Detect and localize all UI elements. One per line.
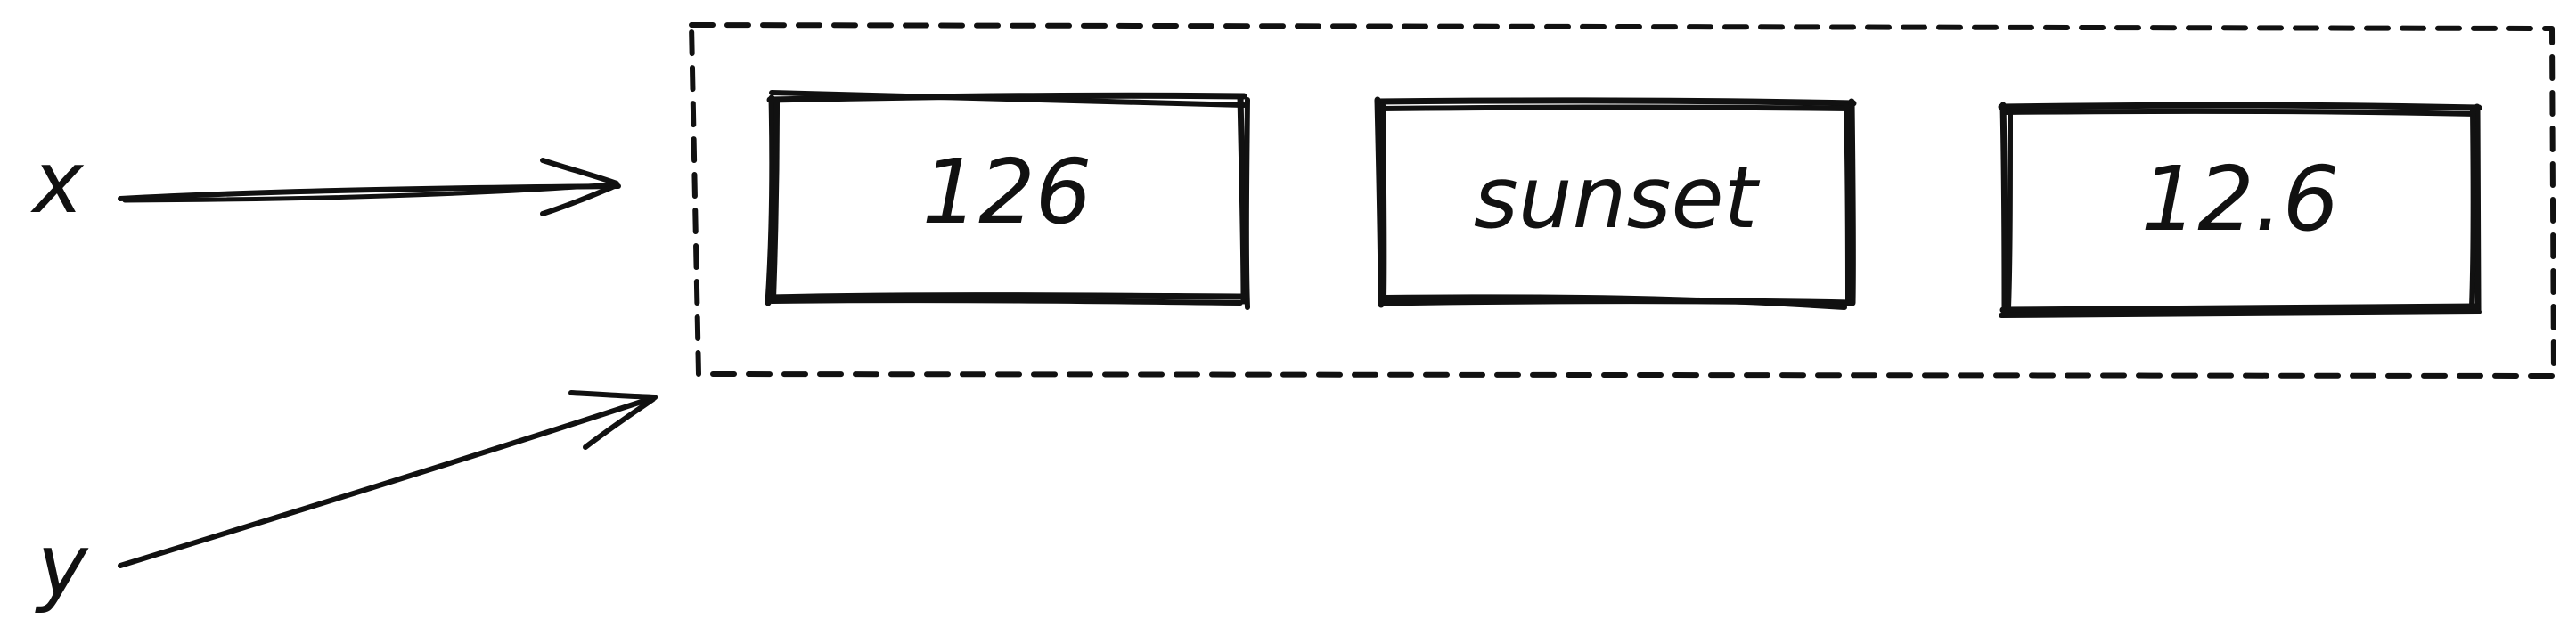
list-item: 12.6: [1998, 102, 2482, 318]
arrow-x-to-list: [118, 158, 621, 216]
list-item: 126: [765, 90, 1250, 310]
arrow-y-to-list: [118, 390, 658, 568]
list-item-value: sunset: [1474, 148, 1761, 248]
list-item-value: 12.6: [2141, 147, 2340, 251]
variable-y-label: y: [35, 516, 89, 615]
list-item-value: 126: [922, 140, 1092, 244]
variable-x-label: x: [30, 133, 85, 232]
list-item: sunset: [1374, 96, 1857, 310]
list-container: [689, 22, 2556, 379]
